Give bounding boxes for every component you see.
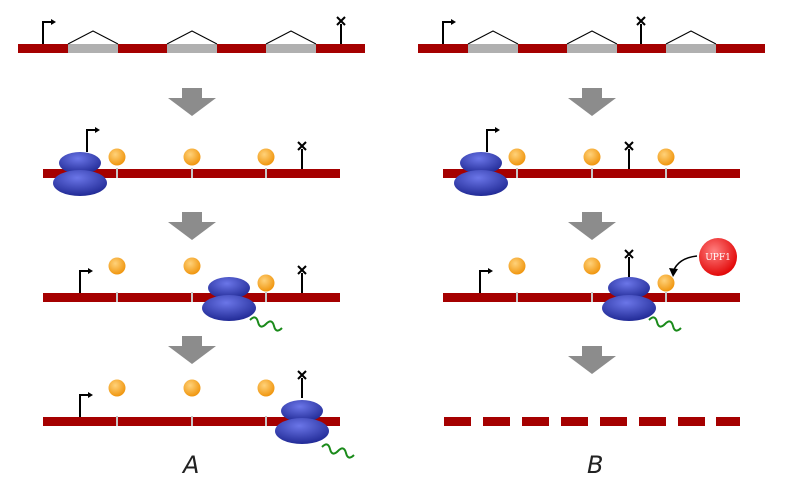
exon-junction-complex-icon xyxy=(183,148,201,166)
peptide-chain-icon xyxy=(648,316,682,332)
step-arrow-icon xyxy=(168,88,216,116)
recruitment-arrowhead xyxy=(669,268,678,277)
mrna-a-step-1 xyxy=(43,126,340,196)
mrna-a-step-2 xyxy=(43,257,340,332)
ribosome-icon xyxy=(602,277,656,321)
step-arrow-icon xyxy=(568,88,616,116)
ribosome-icon xyxy=(202,277,256,321)
exon-junction-complex-icon xyxy=(508,148,526,166)
exon-junction-complex-icon xyxy=(108,257,126,275)
panel-a-label: A xyxy=(181,451,199,479)
stop-codon-icon xyxy=(636,16,646,45)
transcription-start-site-icon xyxy=(42,18,57,45)
transcription-start-site-icon xyxy=(442,18,457,45)
stop-codon-icon xyxy=(297,370,307,399)
peptide-chain-icon xyxy=(249,316,283,332)
pre-mrna-a xyxy=(18,16,365,53)
transcription-start-site-icon xyxy=(86,126,101,153)
degraded-mrna-b xyxy=(444,417,740,426)
exon-junction-complex-icon xyxy=(257,148,275,166)
exon-junction-complex-icon xyxy=(183,257,201,275)
stop-codon-icon xyxy=(624,141,634,170)
step-arrow-icon xyxy=(168,212,216,240)
pre-mrna-b xyxy=(418,16,765,53)
exon-junction-complex-icon xyxy=(583,148,601,166)
peptide-chain-icon xyxy=(321,443,355,459)
stop-codon-icon xyxy=(297,265,307,294)
step-arrow-icon xyxy=(568,212,616,240)
exon-junction-complex-icon xyxy=(583,257,601,275)
mrna-b-step-1 xyxy=(443,126,740,196)
stop-codon-icon xyxy=(624,249,634,278)
transcription-start-site-icon xyxy=(479,267,494,294)
exon-junction-complex-icon xyxy=(508,257,526,275)
panel-a: A xyxy=(18,16,365,479)
mrna-b-step-2: UPF1 xyxy=(443,238,740,332)
ribosome-icon xyxy=(275,400,329,444)
exon-junction-complex-icon xyxy=(183,379,201,397)
exon-junction-complex-icon xyxy=(657,148,675,166)
exon-junction-complex-icon xyxy=(657,274,675,292)
exon-junction-complex-icon xyxy=(257,274,275,292)
panel-b-label: B xyxy=(587,451,603,479)
transcription-start-site-icon xyxy=(486,126,501,153)
mrna-a-step-3 xyxy=(43,370,355,459)
ribosome-icon xyxy=(454,152,508,196)
stop-codon-icon xyxy=(297,141,307,170)
upf1-factor: UPF1 xyxy=(699,238,737,276)
panel-b: UPF1 B xyxy=(418,16,765,479)
upf1-label: UPF1 xyxy=(705,253,731,263)
step-arrow-icon xyxy=(168,336,216,364)
stop-codon-icon xyxy=(336,16,346,45)
exon-junction-complex-icon xyxy=(257,379,275,397)
ribosome-icon xyxy=(53,152,107,196)
step-arrow-icon xyxy=(568,346,616,374)
exon-junction-complex-icon xyxy=(108,379,126,397)
transcription-start-site-icon xyxy=(79,267,94,294)
transcription-start-site-icon xyxy=(79,391,94,418)
exon-junction-complex-icon xyxy=(108,148,126,166)
